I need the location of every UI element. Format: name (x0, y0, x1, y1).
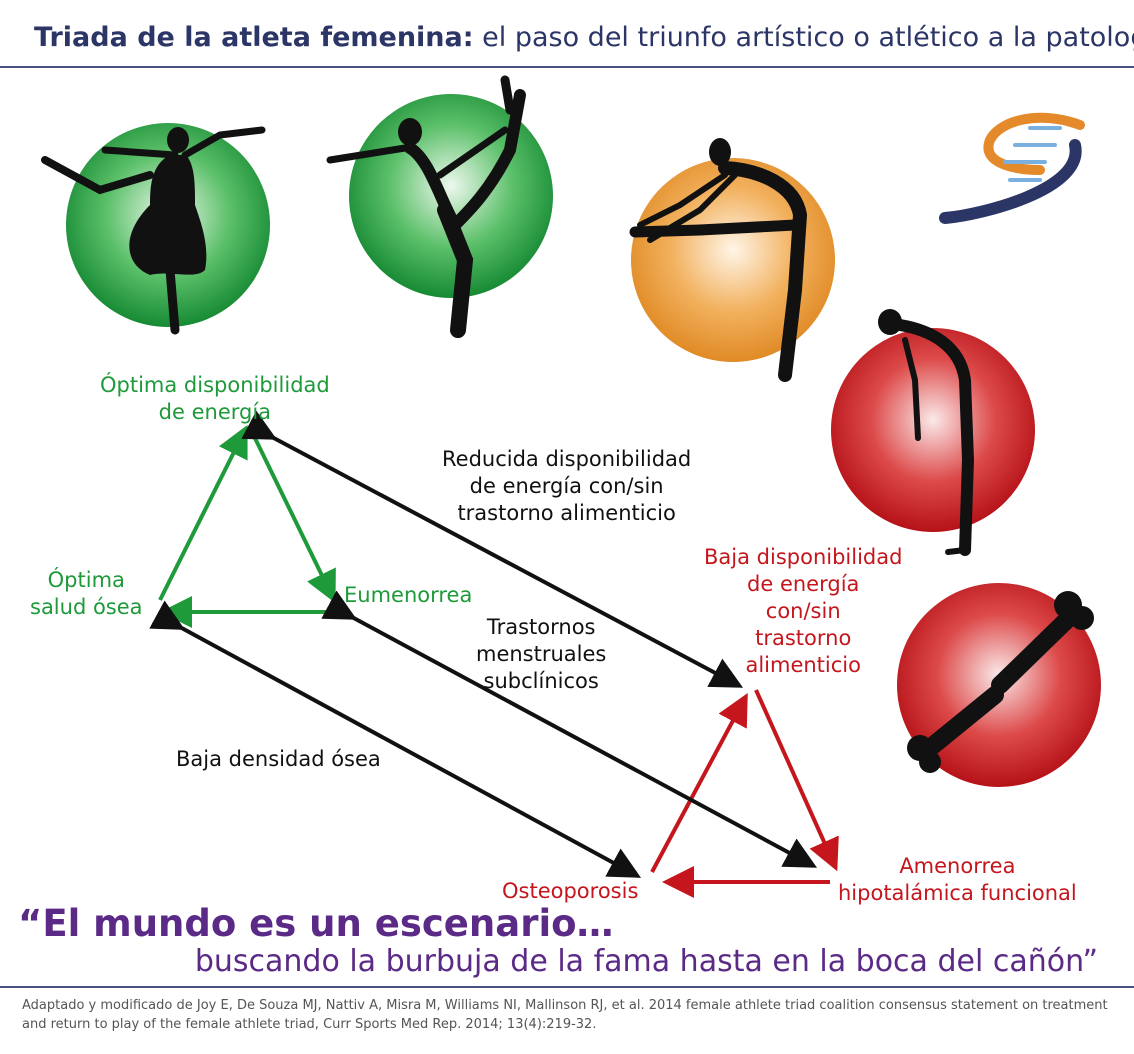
reduced-energy-label: Reducida disponibilidad de energía con/s… (442, 447, 692, 525)
healthy-triangle (158, 424, 336, 628)
broken-bone-icon (907, 591, 1094, 773)
dancer-leg-hold-icon (326, 75, 526, 338)
orange-sphere (631, 158, 835, 362)
low-bone-density-label: Baja densidad ósea (176, 747, 381, 771)
title-bold: Triada de la atleta femenina: (34, 22, 474, 53)
red-sphere-1 (831, 328, 1035, 532)
ballerina-icon (41, 126, 266, 335)
stretching-athlete-icon (629, 138, 808, 382)
functional-amenorrhea-label: Amenorrea hipotalámica funcional (838, 854, 1077, 905)
quote-line-2: buscando la burbuja de la fama hasta en … (194, 944, 1098, 979)
optimal-energy-label: Óptima disponibilidad de energía (100, 373, 330, 424)
pathology-triangle (650, 689, 839, 898)
thin-bent-figure-icon (878, 309, 975, 556)
citation: Adaptado y modificado de Joy E, De Souza… (22, 998, 1108, 1032)
logo-icon (939, 112, 1085, 224)
low-energy-label: Baja disponibilidad de energía con/sin t… (704, 545, 903, 677)
eumenorrhea-label: Eumenorrea (344, 583, 473, 607)
quote-line-1: “El mundo es un escenario… (18, 902, 614, 945)
green-sphere-2 (349, 94, 553, 298)
subclinical-menstrual-label: Trastornos menstruales subclínicos (476, 615, 607, 693)
title-rest: el paso del triunfo artístico o atlético… (473, 22, 1134, 53)
green-arrow-top-to-right (250, 431, 336, 604)
optimal-bone-health-label: Óptima salud ósea (30, 568, 143, 619)
footer-divider (0, 986, 1134, 988)
bone-spectrum-arrow (149, 600, 642, 878)
osteoporosis-label: Osteoporosis (502, 879, 639, 903)
red-arrow-top-to-right (754, 689, 839, 872)
page-title: Triada de la atleta femenina: el paso de… (34, 22, 1134, 53)
header-divider (0, 66, 1134, 68)
green-arrow-top-to-left (158, 424, 248, 601)
